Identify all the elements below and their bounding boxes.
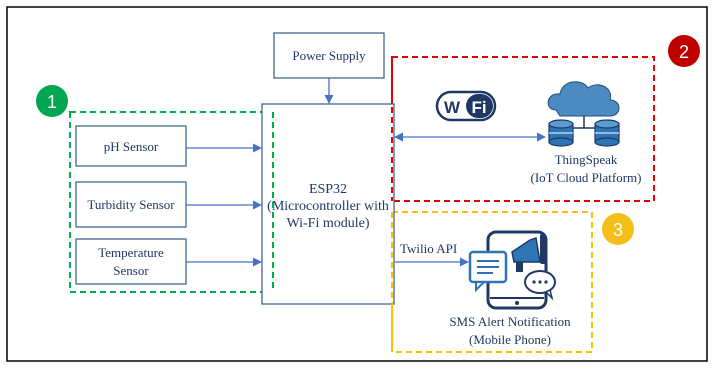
- temperature-sensor-label-1: Temperature: [98, 245, 164, 260]
- cloud-database-icon: [547, 81, 620, 147]
- turbidity-sensor-box: [75, 181, 187, 228]
- megaphone-icon: [511, 234, 546, 272]
- thingspeak-subtitle: (IoT Cloud Platform): [531, 170, 642, 185]
- temperature-sensor-box: [75, 238, 187, 285]
- twilio-api-label: Twilio API: [400, 241, 457, 256]
- svg-text:Fi: Fi: [471, 98, 486, 117]
- esp32-subtitle-2: Wi-Fi module): [286, 216, 369, 231]
- svg-text:W: W: [444, 98, 461, 117]
- turbidity-sensor-label: Turbidity Sensor: [87, 197, 175, 212]
- power-supply-label: Power Supply: [292, 48, 366, 63]
- power-supply-box: [273, 32, 385, 79]
- esp32-box: [261, 103, 395, 305]
- temperature-sensor-label-2: Sensor: [113, 263, 149, 278]
- chat-bubble-icon: [524, 270, 556, 301]
- esp32-subtitle-1: (Microcontroller with: [267, 199, 389, 214]
- badge-1: 1: [36, 85, 68, 117]
- wifi-icon: W Fi: [435, 90, 497, 122]
- badge-2-label: 2: [679, 42, 689, 62]
- badge-1-label: 1: [47, 92, 57, 112]
- thingspeak-label: ThingSpeak: [555, 152, 618, 167]
- sms-alert-subtitle: (Mobile Phone): [469, 332, 551, 347]
- sms-alert-label: SMS Alert Notification: [449, 314, 571, 329]
- badge-2: 2: [668, 35, 700, 67]
- message-bubble-icon: [468, 250, 508, 293]
- ph-sensor-label: pH Sensor: [104, 139, 159, 154]
- badge-3: 3: [602, 213, 634, 245]
- ph-sensor-box: [75, 125, 187, 167]
- badge-3-label: 3: [613, 220, 623, 240]
- esp32-title: ESP32: [309, 182, 347, 197]
